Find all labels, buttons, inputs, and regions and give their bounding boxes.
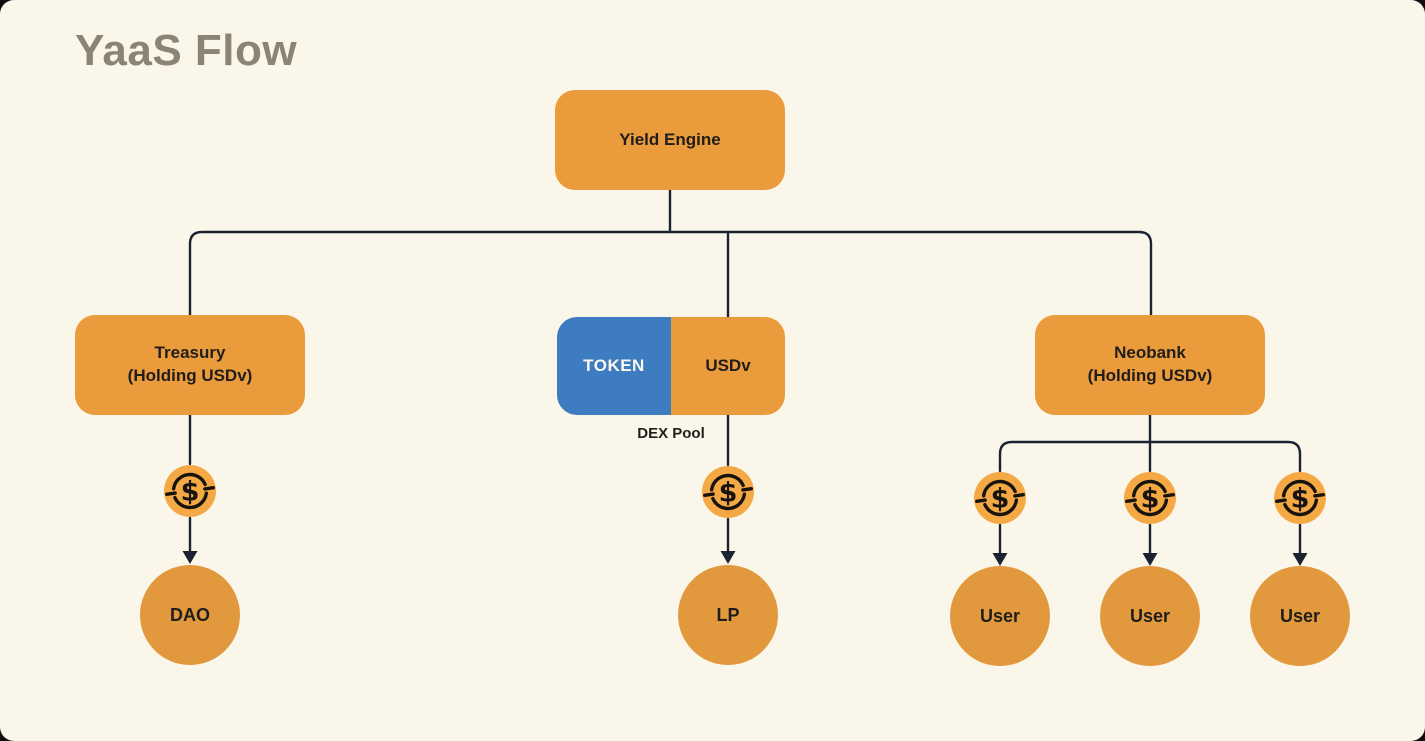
- treasury-label-line2: (Holding USDv): [127, 366, 253, 385]
- svg-text:$: $: [719, 478, 738, 509]
- node-user-2: User: [1100, 566, 1200, 666]
- arrowhead-user3: [1292, 553, 1308, 566]
- neobank-label-line1: Neobank: [1114, 343, 1186, 363]
- node-neobank: Neobank (Holding USDv): [1035, 315, 1265, 415]
- arrowhead-user1: [992, 553, 1008, 566]
- arrowhead-user2: [1142, 553, 1158, 566]
- token-label: TOKEN: [583, 356, 645, 375]
- dollar-coin-icon: $: [974, 472, 1026, 524]
- dollar-coin-icon: $: [702, 466, 754, 518]
- page-title: YaaS Flow: [75, 26, 298, 75]
- user-label: User: [1129, 605, 1171, 626]
- edge-neobank-bus: [998, 440, 1302, 473]
- node-yield-engine: Yield Engine: [555, 90, 785, 190]
- edge-main-bus: [188, 230, 1153, 318]
- dex-pool-usdv-half: USDv: [671, 317, 785, 415]
- arrowhead-dao: [182, 551, 198, 564]
- usdv-label: USDv: [705, 356, 751, 375]
- dex-pool-caption: DEX Pool: [637, 425, 705, 442]
- node-user-3: User: [1250, 566, 1350, 666]
- lp-label: LP: [716, 604, 740, 625]
- treasury-label-line1: Treasury: [154, 343, 226, 363]
- dex-pool-token-half: TOKEN: [557, 317, 671, 415]
- arrowhead-lp: [720, 551, 736, 564]
- svg-text:$: $: [181, 477, 200, 508]
- svg-text:$: $: [991, 484, 1010, 515]
- svg-text:$: $: [1141, 484, 1160, 515]
- user-label: User: [979, 605, 1021, 626]
- node-user-1: User: [950, 566, 1050, 666]
- node-treasury: Treasury (Holding USDv): [75, 315, 305, 415]
- node-lp: LP: [678, 565, 778, 665]
- dollar-coin-icon: $: [1124, 472, 1176, 524]
- treasury-label: Treasury (Holding USDv): [128, 342, 253, 388]
- user-label: User: [1279, 605, 1321, 626]
- svg-text:$: $: [1291, 484, 1310, 515]
- yield-engine-label: Yield Engine: [619, 129, 721, 149]
- node-dex-pool: TOKEN USDv: [557, 317, 785, 415]
- neobank-label: Neobank (Holding USDv): [1088, 342, 1213, 388]
- dao-label: DAO: [170, 604, 210, 625]
- node-dao: DAO: [140, 565, 240, 665]
- neobank-label-line2: (Holding USDv): [1087, 366, 1213, 385]
- dollar-coin-icon: $: [1274, 472, 1326, 524]
- dollar-coin-icon: $: [164, 465, 216, 517]
